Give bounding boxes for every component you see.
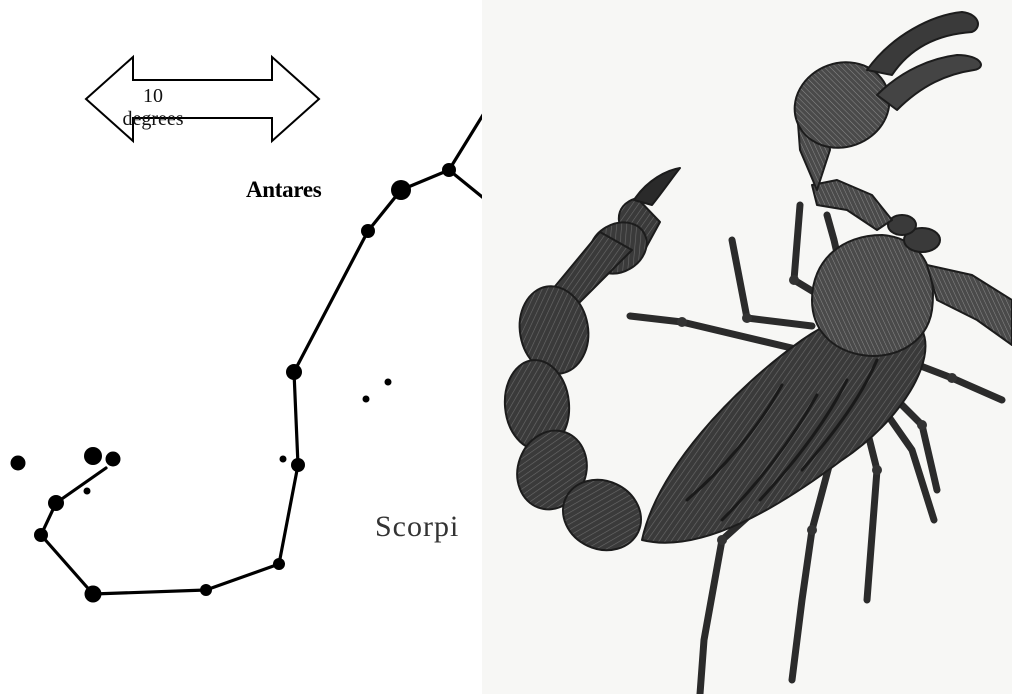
star-antares (391, 180, 411, 200)
star (48, 495, 64, 511)
star (363, 396, 370, 403)
star (361, 224, 375, 238)
star (34, 528, 48, 542)
scale-label: 10 degrees (110, 85, 196, 131)
scorpion-illustration (482, 0, 1012, 694)
star (84, 447, 102, 465)
antares-label: Antares (246, 177, 321, 203)
star (273, 558, 285, 570)
star (385, 379, 392, 386)
star (291, 458, 305, 472)
scorpion-engraving-icon (482, 0, 1012, 694)
star (286, 364, 302, 380)
star (11, 456, 26, 471)
star-chart-graphic (0, 0, 482, 694)
constellation-label: Scorpi (375, 510, 459, 544)
star (106, 452, 121, 467)
star-chart: 10 degrees Antares Scorpi (0, 0, 482, 694)
star (200, 584, 212, 596)
star (280, 456, 287, 463)
star (442, 163, 456, 177)
star (85, 586, 102, 603)
star (84, 488, 91, 495)
